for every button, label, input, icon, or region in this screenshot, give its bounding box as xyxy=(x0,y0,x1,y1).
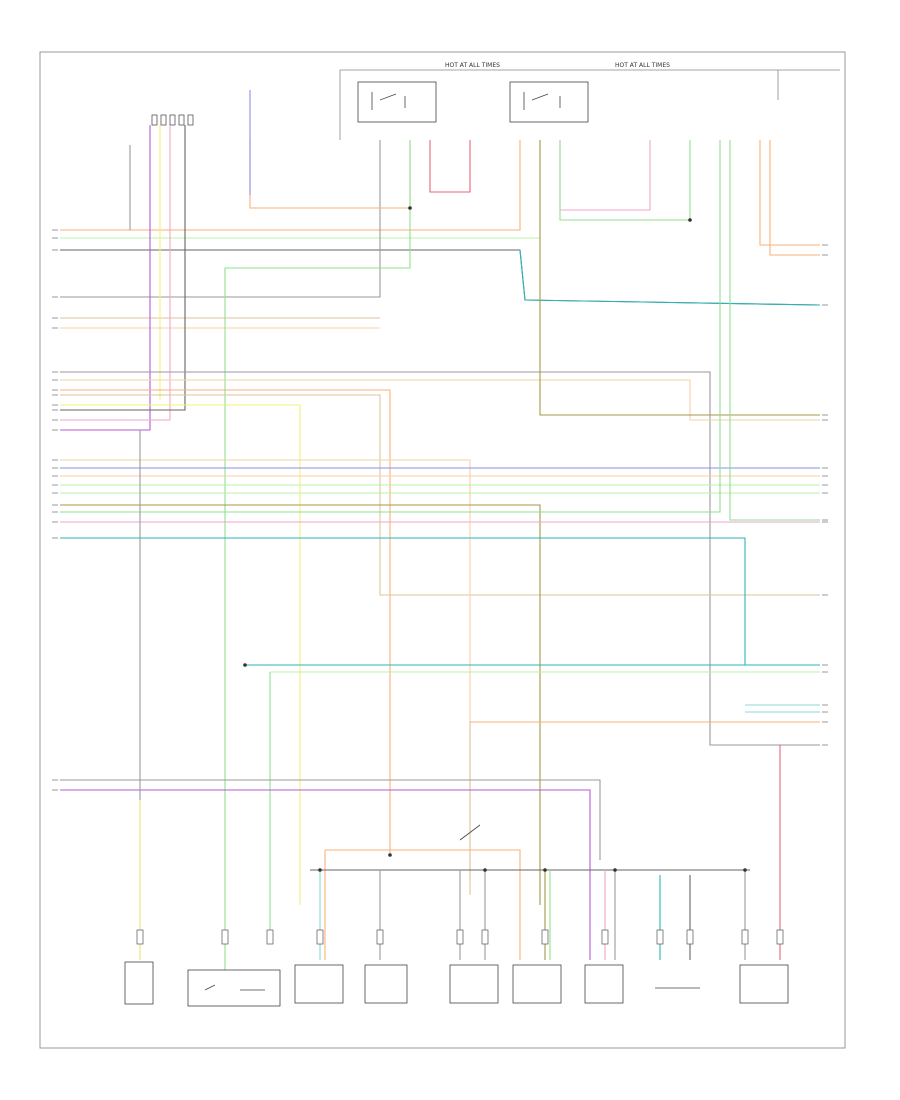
component-box-6 xyxy=(512,964,562,1004)
component-box-3 xyxy=(294,964,344,1004)
top-left-connectors xyxy=(151,114,194,126)
component-box-1 xyxy=(124,961,154,1005)
component-box-7 xyxy=(584,964,624,1004)
top-header xyxy=(339,69,840,140)
right-terminal-ticks xyxy=(822,244,828,746)
left-terminal-ticks xyxy=(52,229,58,791)
splice-points xyxy=(243,206,747,872)
component-box-2 xyxy=(187,969,281,1007)
relay-left xyxy=(357,81,437,123)
component-box-5 xyxy=(449,964,499,1004)
relay-right xyxy=(509,81,589,123)
component-box-4 xyxy=(364,964,408,1004)
bottom-components xyxy=(124,961,789,1007)
header-label-1: HOT AT ALL TIMES xyxy=(445,62,500,69)
header-label-2: HOT AT ALL TIMES xyxy=(615,62,670,69)
connector-pins xyxy=(136,929,784,945)
component-detail xyxy=(204,824,700,991)
wires xyxy=(60,90,821,1000)
component-box-8 xyxy=(739,964,789,1004)
diagram-frame xyxy=(39,51,846,1049)
